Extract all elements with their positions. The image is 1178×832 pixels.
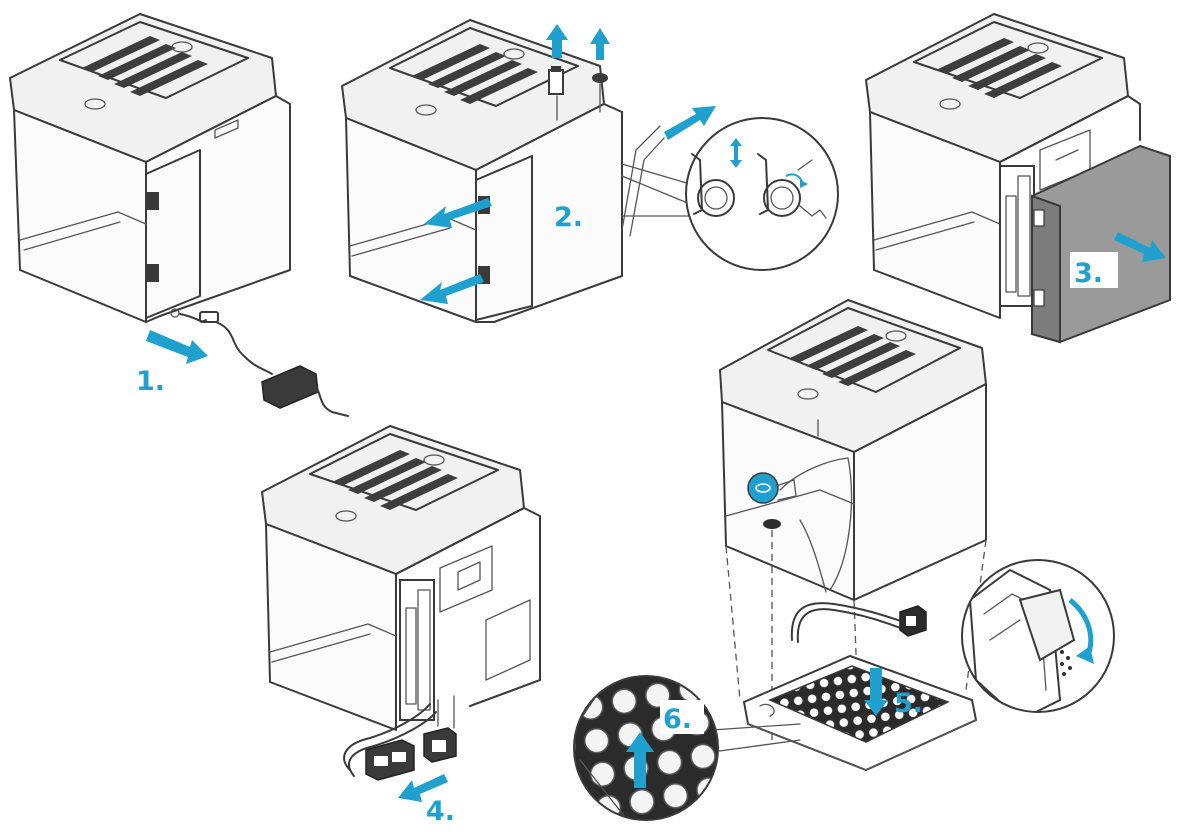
grid-detail-zoom [573,675,801,821]
step-6-label: 6. [663,704,692,735]
step-4-label: 4. [426,796,455,827]
step-5-label: 5. [894,688,923,719]
step-5-cable [790,602,927,643]
power-adapter [179,311,349,417]
step-3-label: 3. [1074,258,1103,289]
step-2-label: 2. [554,202,583,233]
step-3-label-group [1070,232,1166,288]
substrate-grid-plate [742,654,978,772]
step-1-arrow [146,330,208,364]
hinge-detail-zoom [961,559,1115,713]
step-1-label: 1. [136,366,165,397]
aquarium-step-2 [341,19,665,323]
step-5-arrow [864,668,888,716]
clip-detail-zoom [621,117,839,271]
step-2-arrows [420,24,716,304]
step-4-arrow [398,774,448,802]
aquarium-step-3 [865,13,1171,344]
step-4-cable [343,695,457,781]
aquarium-step-5 [719,299,987,761]
aquarium-step-1 [9,13,291,323]
aquarium-step-4 [261,425,541,731]
